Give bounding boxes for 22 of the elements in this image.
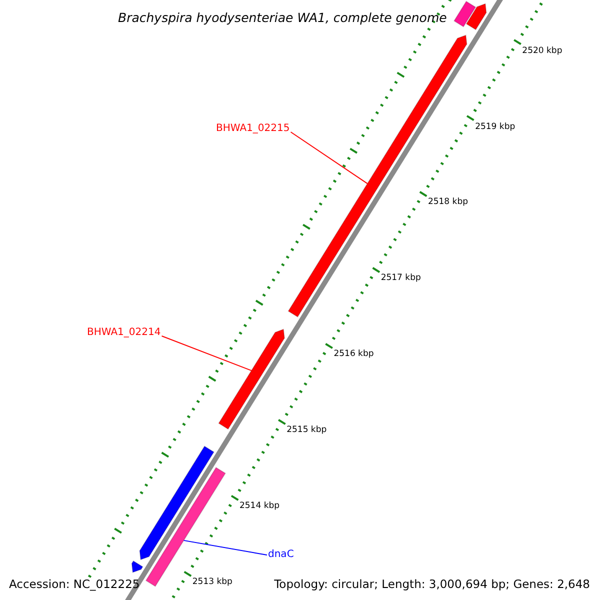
gene-feature xyxy=(288,34,468,318)
gene-feature xyxy=(453,0,476,28)
gene-feature xyxy=(139,446,215,560)
leader-line xyxy=(183,540,268,556)
gene-label: BHWA1_02214 xyxy=(87,327,161,338)
scale-label: 2517 kbp xyxy=(380,274,421,284)
leader-line xyxy=(161,336,252,372)
scale-label: 2514 kbp xyxy=(239,502,280,512)
gene-label: BHWA1_02215 xyxy=(216,123,290,134)
scale-label: 2515 kbp xyxy=(286,426,327,436)
gene-label: dnaC xyxy=(268,549,294,560)
leader-line xyxy=(290,132,368,184)
scale-label: 2520 kbp xyxy=(522,46,562,56)
scale-label: 2519 kbp xyxy=(475,122,516,132)
gene-feature xyxy=(466,3,487,30)
gene-feature xyxy=(218,328,285,430)
scale-label: 2516 kbp xyxy=(334,350,374,360)
footer-text: Topology: circular; Length: 3,000,694 bp; Genes: 2,648 xyxy=(274,578,590,591)
scale-label: 2513 kbp xyxy=(192,578,232,588)
footer-text: Accession: NC_012225 xyxy=(9,578,140,591)
scale-label: 2518 kbp xyxy=(428,198,468,208)
title: Brachyspira hyodysenteriae WA1, complete genome xyxy=(118,11,447,25)
